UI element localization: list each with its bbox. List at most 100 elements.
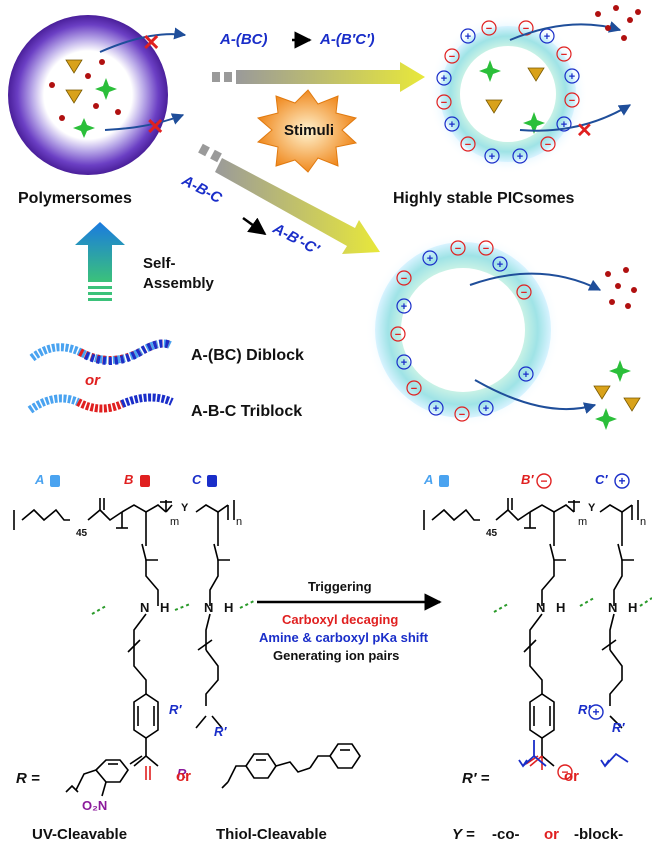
svg-text:−: − <box>395 329 401 341</box>
svg-text:+: + <box>544 31 550 43</box>
left-polymer-structure <box>13 498 235 767</box>
triblock-chain <box>27 393 174 414</box>
svg-text:−: − <box>569 95 575 107</box>
svg-text:−: − <box>523 23 529 35</box>
nh-h-right-1: H <box>556 600 566 615</box>
nh-n-left-2: N <box>204 600 214 615</box>
svg-text:+: + <box>489 151 495 163</box>
y-block-label: -block- <box>574 826 624 843</box>
svg-text:+: + <box>497 259 503 271</box>
diblock-from-label: A-(BC) <box>220 31 268 48</box>
m-label-left: m <box>170 516 180 528</box>
reaction-line-1: Carboxyl decaging <box>282 612 399 627</box>
svg-text:✕: ✕ <box>142 30 160 55</box>
right-polymer-structure <box>423 498 639 767</box>
peg-repeat-left: 45 <box>76 528 88 539</box>
svg-text:+: + <box>483 403 489 415</box>
reaction-line-2: Amine & carboxyl pKa shift <box>259 630 429 645</box>
svg-text:+: + <box>427 253 433 265</box>
r-prime-groups <box>518 740 629 768</box>
right-charges: − + <box>557 704 604 780</box>
svg-text:−: − <box>465 139 471 151</box>
self-assembly-arrow <box>75 222 125 301</box>
r-prime-left-1: R′ <box>169 702 182 717</box>
svg-text:+: + <box>618 474 625 488</box>
nh-h-left-2: H <box>224 600 234 615</box>
small-black-arrows <box>242 31 312 236</box>
block-b-label-left: B <box>124 472 134 487</box>
peg-repeat-right: 45 <box>486 528 498 539</box>
svg-text:−: − <box>521 287 527 299</box>
svg-text:+: + <box>441 73 447 85</box>
svg-text:+: + <box>401 301 407 313</box>
r-equals-label: R = <box>16 770 40 787</box>
svg-text:−: − <box>441 97 447 109</box>
svg-text:−: − <box>545 139 551 151</box>
svg-text:+: + <box>592 705 599 719</box>
r-prime-left-2: R′ <box>214 724 227 739</box>
y-label-right: Y <box>588 502 596 514</box>
svg-text:−: − <box>455 243 461 255</box>
svg-text:−: − <box>561 765 568 779</box>
y-equals-label: Y = <box>452 826 475 843</box>
right-hbonds <box>493 597 652 613</box>
r-prime-right-2: R′ <box>612 720 625 735</box>
top-transform-arrow <box>212 62 425 92</box>
block-c-prime-label: C′ <box>595 472 608 487</box>
svg-text:+: + <box>433 403 439 415</box>
left-hbonds <box>91 599 257 615</box>
block-a-label-left: A <box>35 472 45 487</box>
diblock-to-label: A-(B′C′) <box>320 31 375 48</box>
svg-text:−: − <box>459 409 465 421</box>
triblock-label: A-B-C Triblock <box>191 403 303 420</box>
or-label: or <box>85 372 100 389</box>
polymersomes-label: Polymersomes <box>18 190 132 207</box>
svg-text:−: − <box>561 49 567 61</box>
bottom-transform-arrow <box>198 143 380 254</box>
svg-text:✕: ✕ <box>576 120 593 142</box>
nh-n-right-1: N <box>536 600 546 615</box>
self-assembly-label-1: Self- <box>143 255 176 272</box>
left-ester-red <box>145 766 151 780</box>
nh-h-right-2: H <box>628 600 638 615</box>
polymersome-vesicle: ✕ ✕ <box>8 15 187 175</box>
picsome-vesicle-top: +− −+ −− ++ −− ++ −− ++ ✕ <box>428 5 641 174</box>
r-prime-right-1: R′ <box>578 702 591 717</box>
thiol-cleavable-label: Thiol-Cleavable <box>216 826 327 843</box>
block-a-label-right: A <box>424 472 434 487</box>
y-label-left: Y <box>181 502 189 514</box>
svg-text:+: + <box>449 119 455 131</box>
svg-text:−: − <box>486 23 492 35</box>
nh-h-left-1: H <box>160 600 170 615</box>
thiol-cleavable-group <box>221 743 361 789</box>
m-label-right: m <box>578 516 588 528</box>
stimuli-burst <box>256 89 358 173</box>
r-group-left: R <box>177 766 187 781</box>
svg-text:−: − <box>449 51 455 63</box>
diblock-label: A-(BC) Diblock <box>191 347 304 364</box>
right-carboxylate <box>525 755 543 770</box>
nitro-label: O₂N <box>82 798 108 813</box>
r-prime-or-label: or <box>564 768 579 785</box>
svg-text:−: − <box>483 243 489 255</box>
svg-text:+: + <box>561 119 567 131</box>
svg-text:+: + <box>465 31 471 43</box>
nh-n-left-1: N <box>140 600 150 615</box>
uv-cleavable-label: UV-Cleavable <box>32 826 128 843</box>
triggering-label: Triggering <box>308 579 372 594</box>
svg-text:+: + <box>401 357 407 369</box>
picsome-vesicle-bottom: +− −+ −+ −+ −+ −+ −+ <box>365 232 641 430</box>
block-c-label-left: C <box>192 472 202 487</box>
stimuli-label: Stimuli <box>284 122 335 139</box>
r-or-label: or <box>176 768 191 785</box>
svg-text:−: − <box>411 383 417 395</box>
y-co-label: -co- <box>492 826 520 843</box>
svg-text:+: + <box>517 151 523 163</box>
nh-n-right-2: N <box>608 600 618 615</box>
uv-cleavable-group <box>65 759 129 797</box>
diblock-chain <box>29 339 172 365</box>
n-label-left: n <box>236 516 243 528</box>
block-icons: − + <box>50 473 630 489</box>
y-or-label: or <box>544 826 559 843</box>
